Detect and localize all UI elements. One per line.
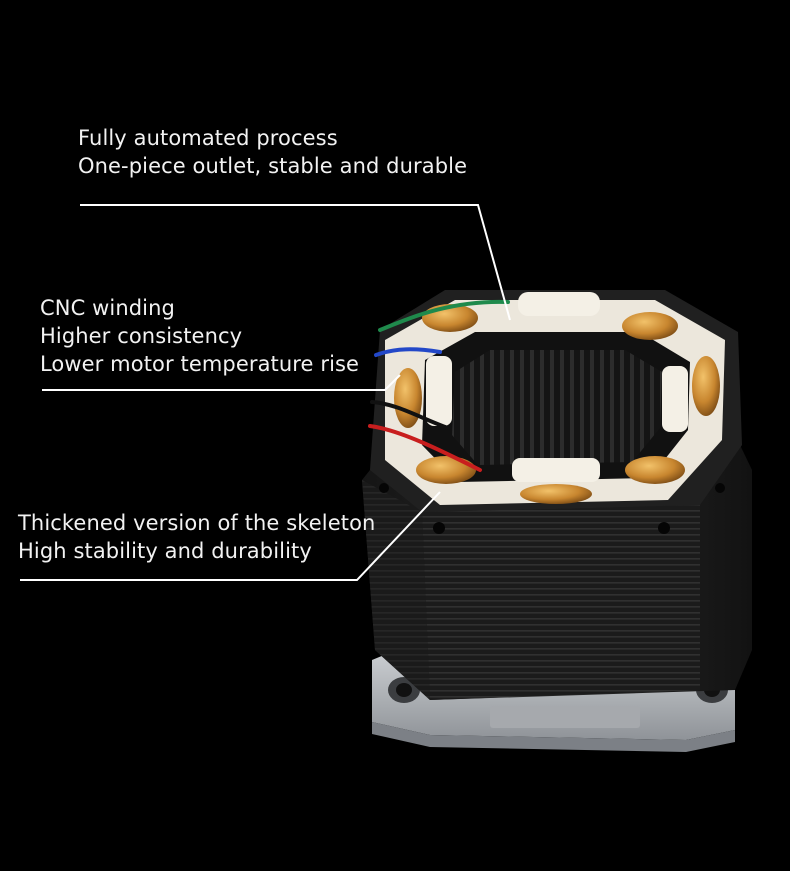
- callout-winding-line1: CNC winding: [40, 296, 175, 320]
- callout-skeleton-line2: High stability and durability: [18, 539, 312, 563]
- callout-skeleton: Thickened version of the skeleton High s…: [18, 509, 375, 565]
- bobbin-skeleton: [385, 292, 725, 505]
- leader-line-skeleton: [20, 491, 441, 581]
- lead-wires: [368, 299, 510, 472]
- callout-winding-line2: Higher consistency: [40, 324, 243, 348]
- callout-automation-line2: One-piece outlet, stable and durable: [78, 154, 468, 178]
- leader-line-automation: [80, 204, 511, 321]
- callout-automation: Fully automated process One-piece outlet…: [78, 124, 467, 180]
- callout-winding-line3: Lower motor temperature rise: [40, 352, 360, 376]
- callout-automation-line1: Fully automated process: [78, 126, 338, 150]
- callout-leader-lines: [20, 204, 511, 581]
- leader-line-winding: [42, 374, 401, 391]
- callout-winding: CNC winding Higher consistency Lower mot…: [40, 294, 359, 378]
- callout-skeleton-line1: Thickened version of the skeleton: [18, 511, 376, 535]
